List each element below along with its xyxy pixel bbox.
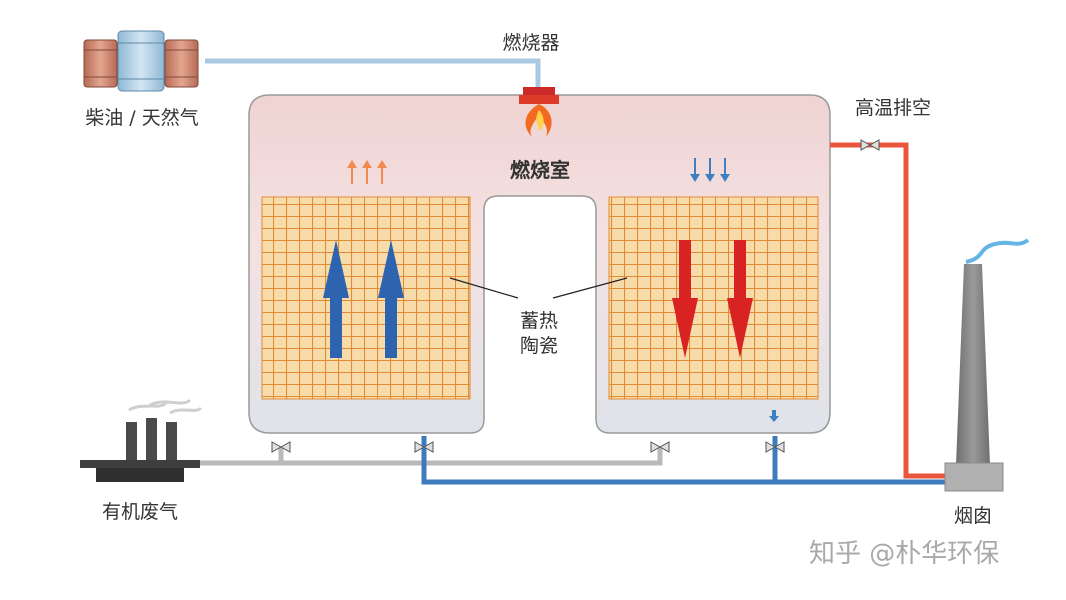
hot-downflow-arrows-icon	[672, 240, 753, 358]
outlet-pipe	[421, 436, 946, 485]
burner-label: 燃烧器	[502, 32, 560, 54]
ceramic-label-line2: 陶瓷	[519, 335, 559, 357]
ceramic-label-line1: 蓄热	[519, 310, 559, 332]
burner-icon	[519, 87, 559, 137]
fuel-pipe	[205, 58, 541, 92]
factory-icon	[80, 398, 203, 482]
valve-icon	[271, 139, 880, 453]
inlet-pipe	[200, 447, 663, 466]
cold-upflow-arrows-icon	[323, 240, 404, 358]
fuel-label: 柴油 / 天然气	[85, 107, 199, 129]
upflow-small-arrows-icon	[347, 160, 387, 184]
ceramic-bed-right	[608, 196, 819, 400]
ceramic-leader-lines	[449, 277, 628, 299]
chimney-icon	[944, 238, 1030, 492]
organic-waste-gas-label: 有机废气	[101, 501, 179, 523]
outlet-small-arrow-icon	[769, 410, 779, 422]
high-temp-exhaust-pipe	[830, 142, 946, 479]
high-temp-exhaust-label: 高温排空	[854, 97, 932, 119]
downflow-small-arrows-icon	[690, 158, 730, 182]
watermark: 知乎 @朴华环保	[809, 539, 1000, 569]
ceramic-bed-left	[261, 196, 471, 400]
fuel-barrels-icon	[83, 30, 199, 92]
chimney-label: 烟囱	[953, 505, 993, 527]
combustion-chamber-label: 燃烧室	[510, 158, 570, 182]
